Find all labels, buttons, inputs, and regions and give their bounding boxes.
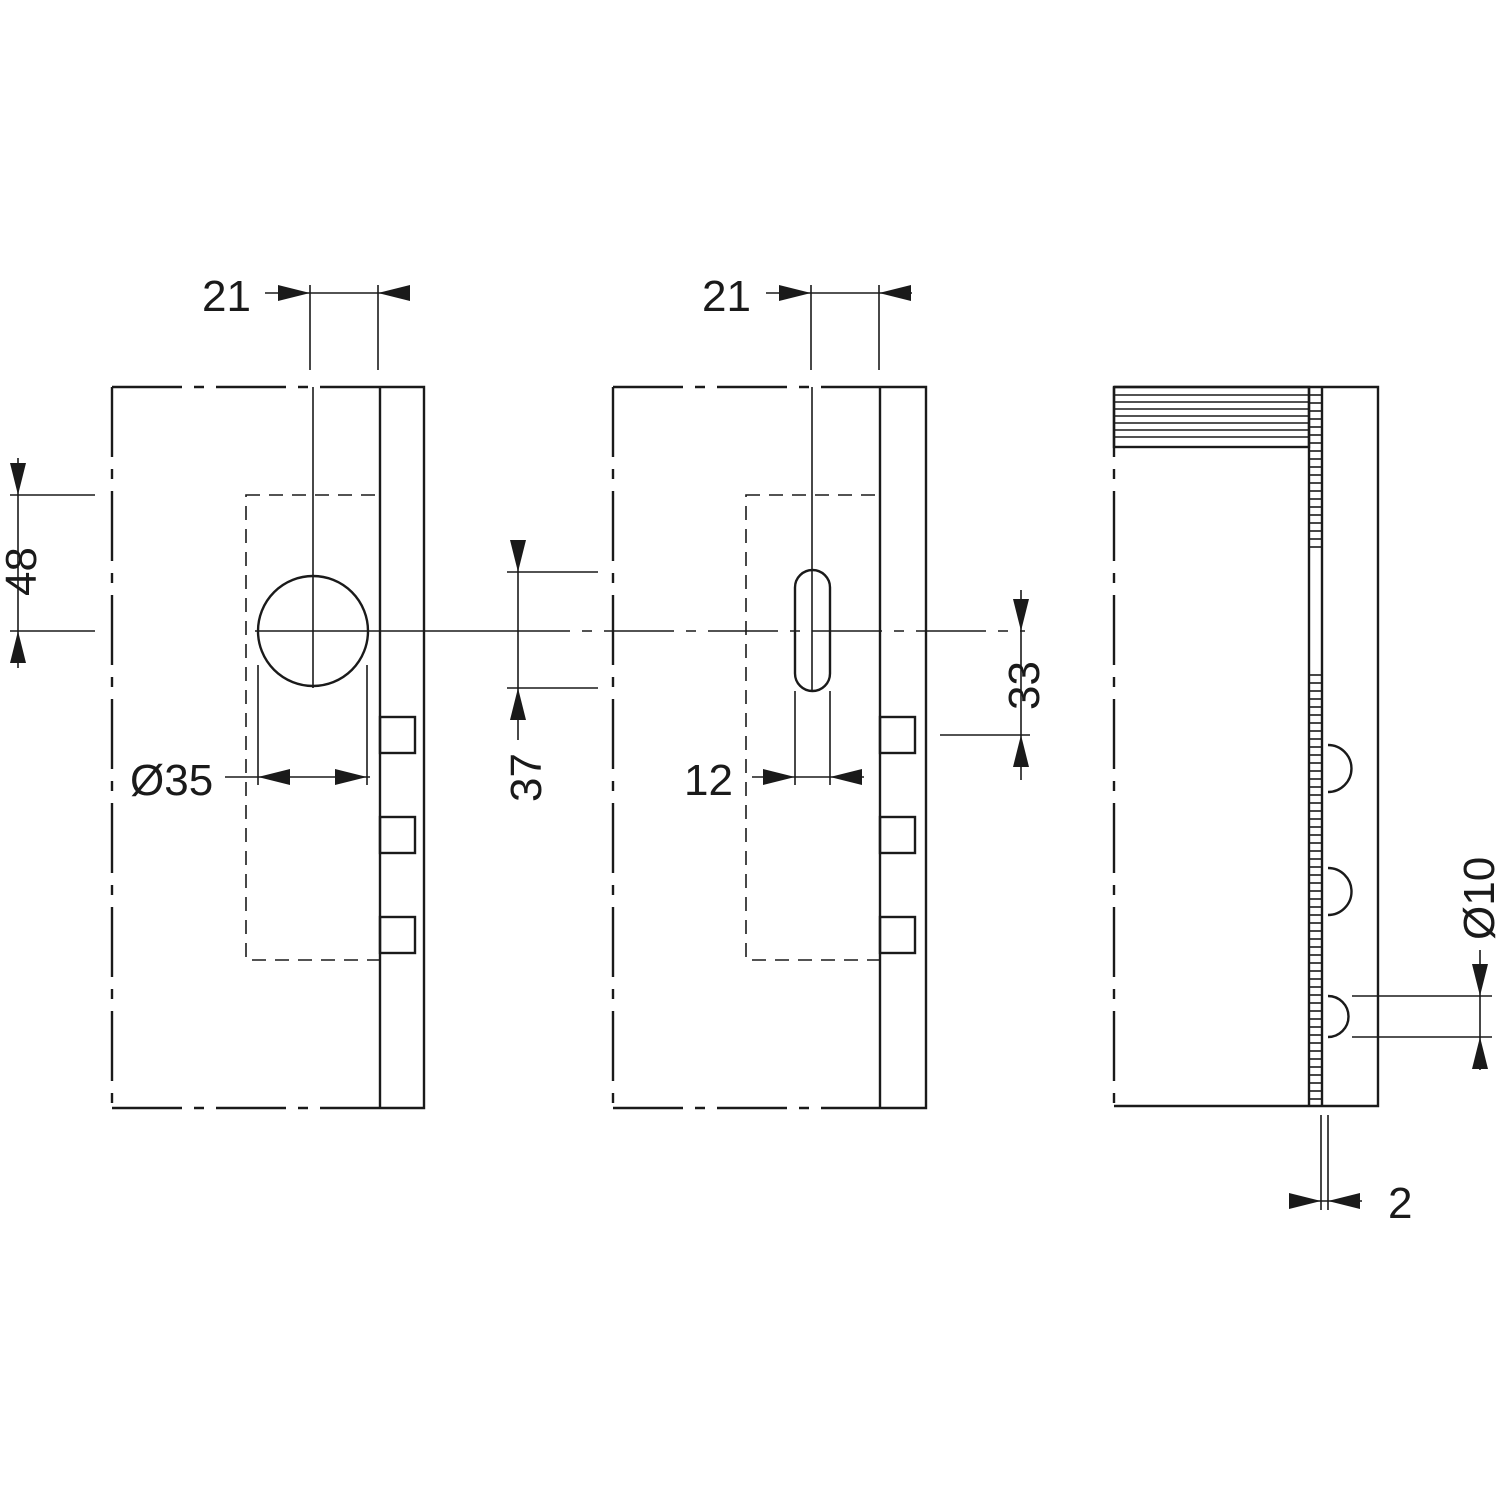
hatched-strip-top bbox=[1309, 394, 1322, 548]
view-2-front-slot: 21 37 12 33 bbox=[500, 272, 1049, 1110]
dim-12: 12 bbox=[684, 756, 733, 805]
view-3-side: Ø10 2 bbox=[1112, 385, 1496, 1228]
dim-diameter-35: Ø35 bbox=[130, 756, 213, 805]
pin-2 bbox=[1327, 866, 1353, 917]
dim-21-view1: 21 bbox=[202, 272, 251, 321]
dim-diameter-10: Ø10 bbox=[1455, 857, 1496, 940]
dim-37: 37 bbox=[502, 753, 551, 802]
dim-21-view2: 21 bbox=[702, 272, 751, 321]
pin-1 bbox=[1327, 743, 1353, 794]
hatched-strip-bottom bbox=[1309, 674, 1322, 1100]
view-1-front-round-hole: 21 48 Ø35 bbox=[0, 272, 500, 1110]
dim-33: 33 bbox=[1000, 661, 1049, 710]
dim-48: 48 bbox=[0, 547, 46, 596]
pin-3 bbox=[1327, 994, 1350, 1039]
dim-2: 2 bbox=[1388, 1179, 1412, 1228]
rib-lines bbox=[1114, 394, 1309, 438]
